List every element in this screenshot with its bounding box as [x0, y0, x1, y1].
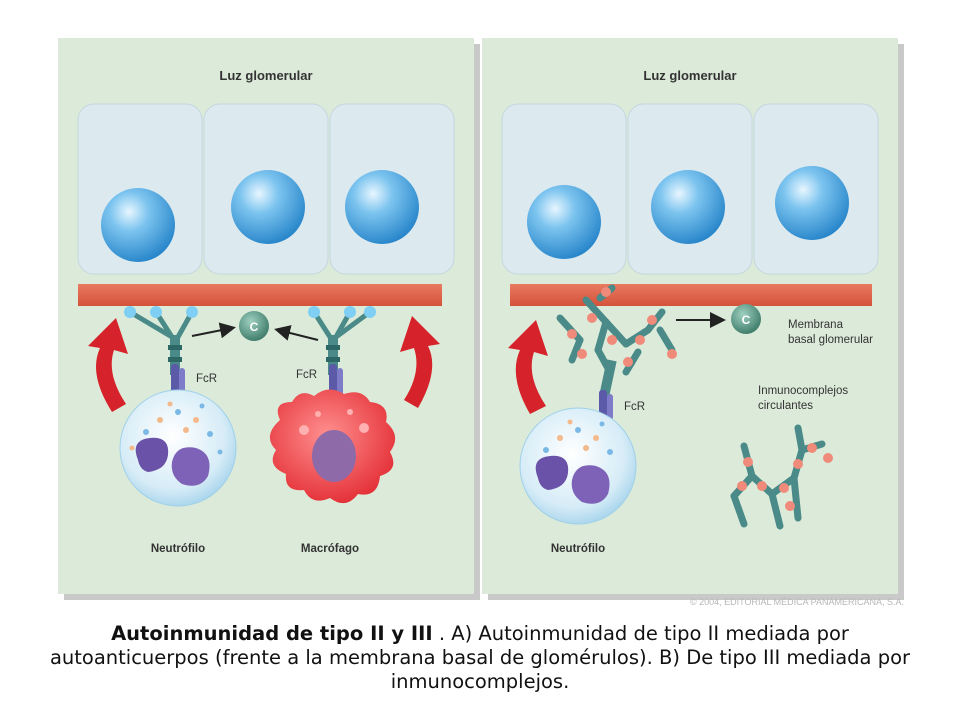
basement-membrane — [510, 284, 872, 306]
panel-b-lumen-label: Luz glomerular — [643, 68, 736, 83]
neutrophil-label-a: Neutrófilo — [151, 543, 205, 555]
cell-nucleus — [231, 170, 305, 244]
panel-a-cells — [77, 103, 455, 275]
autoantibody-left — [124, 306, 198, 375]
arrow-to-complement-left — [191, 322, 236, 339]
cell-nucleus — [651, 170, 725, 244]
red-curved-arrow-b — [508, 320, 548, 414]
red-curved-arrow-right — [400, 316, 440, 408]
figure-caption: Autoinmunidad de tipo II y III . A) Auto… — [40, 622, 920, 694]
panel-b-cells — [501, 103, 879, 275]
panel-a: Luz glomerular FcR — [58, 38, 480, 600]
copyright-notice: © 2004, EDITORIAL MÉDICA PANAMERICANA, S… — [690, 597, 904, 607]
caption-lead: Autoinmunidad de tipo II y III — [111, 622, 433, 645]
cell-nucleus — [101, 188, 175, 262]
neutrophil-b — [519, 407, 637, 525]
panel-a-lumen-label: Luz glomerular — [219, 68, 312, 83]
cell-nucleus — [345, 170, 419, 244]
caption-body: . A) Autoinmunidad de tipo II mediada po… — [49, 622, 911, 693]
immune-complex-label-line1: Inmunocomplejos — [758, 385, 848, 397]
macrophage-label: Macrófago — [301, 543, 359, 555]
complement-c-b — [731, 304, 761, 334]
autoantibody-right — [308, 306, 376, 375]
neutrophil-a — [119, 389, 237, 507]
complement-c-label: C — [250, 320, 259, 334]
arrow-to-complement-right — [274, 325, 319, 341]
basement-membrane — [78, 284, 442, 306]
neutrophil-label-b: Neutrófilo — [551, 543, 605, 555]
cell-nucleus — [527, 185, 601, 259]
panel-b: Luz glomerular — [482, 38, 904, 607]
antibody-stem-b — [599, 359, 617, 397]
macrophage — [269, 389, 396, 504]
fcr-label-b: FcR — [624, 401, 645, 413]
membrane-label-line1: Membrana — [788, 319, 844, 331]
cell-nucleus — [775, 166, 849, 240]
complement-c — [239, 311, 269, 341]
complement-c-label-b: C — [742, 313, 751, 327]
circulating-antigens — [737, 443, 833, 511]
red-curved-arrow-left — [88, 318, 128, 412]
immune-complex-label-line2: circulantes — [758, 400, 813, 412]
deposited-antigens — [567, 287, 677, 367]
membrane-label-line2: basal glomerular — [788, 334, 873, 346]
fcr-label-right: FcR — [296, 369, 317, 381]
fcr-label-left: FcR — [196, 373, 217, 385]
